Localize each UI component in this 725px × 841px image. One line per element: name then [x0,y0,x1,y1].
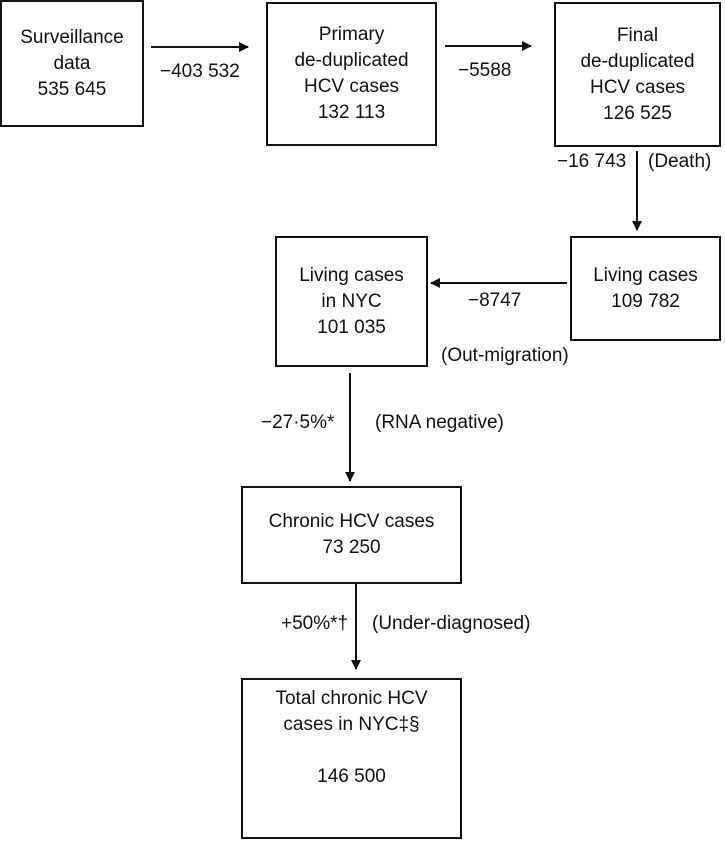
edge-note-rna-negative: (RNA negative) [375,412,504,433]
node-label: Living cases [593,264,698,286]
node-final-deduplicated: Final de-duplicated HCV cases 126 525 [554,2,721,147]
node-label: de-duplicated [580,50,695,72]
node-total-chronic-hcv: Total chronic HCV cases in NYC‡§ 146 500 [241,678,462,839]
node-label: Primary [318,24,385,45]
node-count: 73 250 [322,537,381,558]
node-label: HCV cases [589,76,686,98]
node-chronic-hcv: Chronic HCV cases 73 250 [241,486,462,584]
node-label: HCV cases [303,76,400,97]
node-label: Living cases [299,264,404,286]
edge-note-under-diagnosed: (Under-diagnosed) [372,613,531,634]
edge-value-primary-final: −5588 [458,60,512,81]
node-label: Total chronic HCV [275,688,428,709]
node-label: Chronic HCV cases [268,511,435,532]
node-count: 126 525 [603,102,672,124]
node-label: Surveillance [20,26,124,48]
edge-note-death: (Death) [648,151,712,172]
node-label: de-duplicated [294,50,409,71]
edge-value-surveillance-primary: −403 532 [160,61,240,82]
edge-value-final-living: −16 743 [557,151,627,172]
edge-value-chronic-total: +50%*† [281,613,349,634]
node-label: in NYC [321,290,382,312]
node-primary-deduplicated: Primary de-duplicated HCV cases 132 113 [266,2,437,146]
node-count: 132 113 [317,102,386,123]
node-label: cases in NYC‡§ [283,714,420,735]
edge-note-out-migration: (Out-migration) [441,345,569,366]
node-living-cases-nyc: Living cases in NYC 101 035 [275,236,428,367]
node-count: 101 035 [317,316,386,338]
node-surveillance-data: Surveillance data 535 645 [0,0,144,127]
node-count: 535 645 [37,78,107,100]
node-living-cases: Living cases 109 782 [570,236,721,341]
node-count: 109 782 [611,290,680,312]
edge-value-living-nyc: −8747 [468,290,522,311]
node-label: data [53,52,91,74]
node-count: 146 500 [317,766,386,787]
edge-value-nyc-chronic: −27·5%* [261,412,335,433]
node-label: Final [616,24,659,46]
